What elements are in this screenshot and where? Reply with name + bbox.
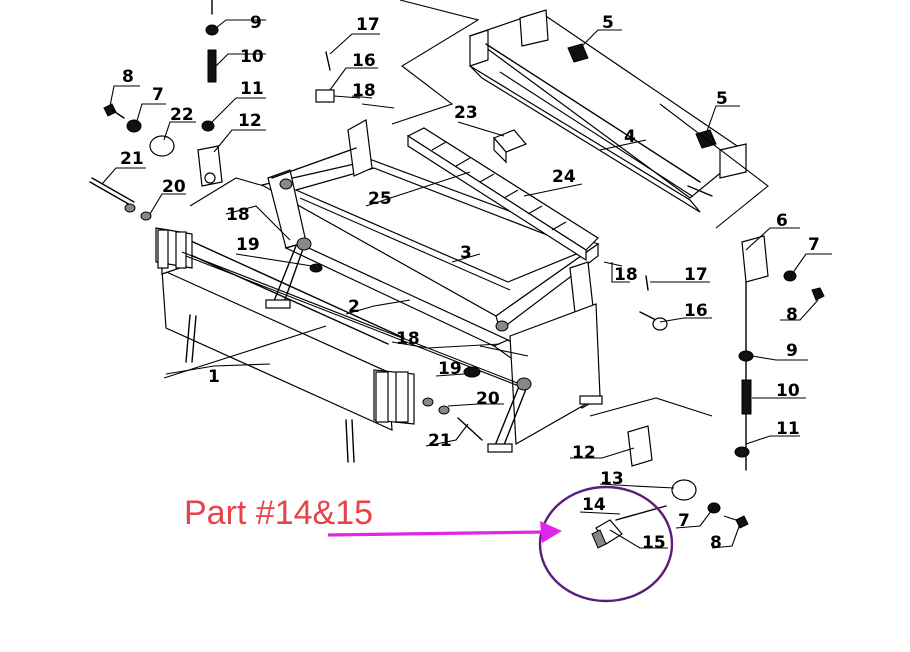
part-label: 19 <box>236 235 260 255</box>
part-label: 13 <box>600 469 624 489</box>
part-label: 10 <box>776 381 800 401</box>
part-label: 12 <box>572 443 596 463</box>
part-label: 20 <box>476 389 500 409</box>
part-label: 22 <box>170 105 194 125</box>
part-label: 16 <box>352 51 376 71</box>
callout-arrow <box>327 530 547 537</box>
top-bending-leaf <box>468 9 748 213</box>
leader-lines <box>101 19 832 549</box>
part-label: 20 <box>162 177 186 197</box>
part-label: 11 <box>240 79 264 99</box>
part-label: 25 <box>368 189 392 209</box>
highlight-circle <box>538 485 674 603</box>
part-label: 7 <box>678 511 690 531</box>
part-label: 21 <box>428 431 452 451</box>
part-label: 9 <box>786 341 798 361</box>
part-label: 16 <box>684 301 708 321</box>
part-label: 4 <box>624 127 636 147</box>
part-label: 5 <box>716 89 728 109</box>
part-label: 3 <box>460 243 472 263</box>
part-label: 18 <box>614 265 638 285</box>
section-lines <box>163 0 769 417</box>
part-label: 23 <box>454 103 478 123</box>
part-label: 19 <box>438 359 462 379</box>
part-label: 6 <box>776 211 788 231</box>
part-label: 7 <box>808 235 820 255</box>
part-label: 7 <box>152 85 164 105</box>
part-label: 9 <box>250 13 262 33</box>
callout-text: Part #14&15 <box>184 494 373 532</box>
machine-frame <box>155 227 415 463</box>
part-label: 8 <box>710 533 722 553</box>
part-label: 5 <box>602 13 614 33</box>
part-label: 24 <box>552 167 576 187</box>
part-label: 2 <box>348 297 360 317</box>
part-label: 18 <box>226 205 250 225</box>
part-label: 12 <box>238 111 262 131</box>
callout-arrowhead <box>540 521 562 543</box>
part-label: 17 <box>356 15 380 35</box>
part-labels: 9 10 11 12 8 7 22 17 16 18 5 5 4 23 24 2… <box>120 13 820 553</box>
part-label: 10 <box>240 47 264 67</box>
part-label: 11 <box>776 419 800 439</box>
part-label: 8 <box>122 67 134 87</box>
part-label: 8 <box>786 305 798 325</box>
annotation: Part #14&15 <box>184 485 674 603</box>
part-label: 14 <box>582 495 606 515</box>
main-table <box>181 119 603 453</box>
part-label: 17 <box>684 265 708 285</box>
small-parts-left <box>89 0 395 273</box>
part-label: 21 <box>120 149 144 169</box>
part-label: 15 <box>642 533 666 553</box>
part-label: 1 <box>208 367 220 387</box>
part-label: 18 <box>396 329 420 349</box>
part-label: 18 <box>352 81 376 101</box>
finger-plates <box>406 127 599 262</box>
